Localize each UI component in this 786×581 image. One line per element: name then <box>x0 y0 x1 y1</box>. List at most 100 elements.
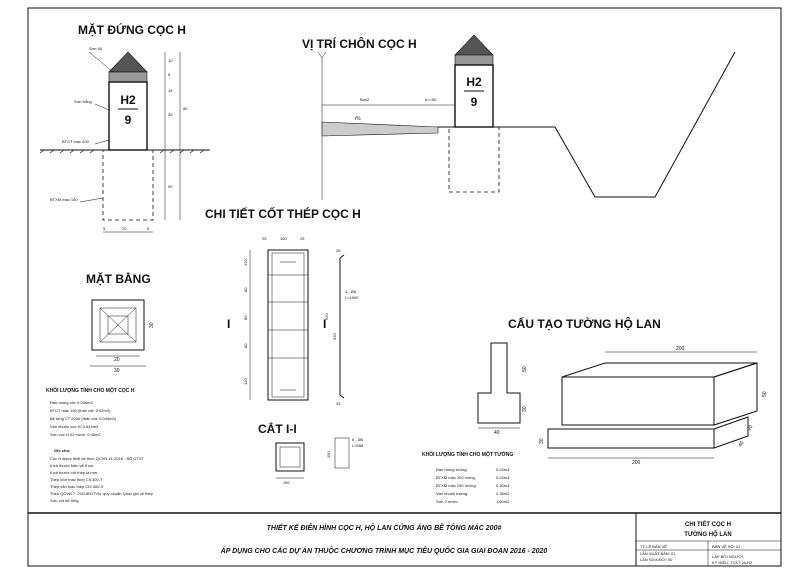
label-son-trang: Sơn trắng <box>74 99 92 104</box>
title-wall: CẤU TẠO TƯỜNG HỘ LAN <box>508 316 661 331</box>
qty-post-row-4: Ván khuôn cọc H: 0.644m3 <box>50 424 99 429</box>
qty-wall-value-5: 1.60m2 <box>496 499 510 504</box>
section-note2: L=658 <box>352 443 364 448</box>
label-slope-width: Bm/2 <box>360 97 370 102</box>
qty-wall-label-2: BTXM mác 200 móng: <box>436 475 476 480</box>
footer-title-1: THIẾT KẾ ĐIỂN HÌNH CỌC H, HỘ LAN CỨNG ẢN… <box>267 523 502 532</box>
rebar-side-4: 80 <box>243 343 248 348</box>
rebar-end-bottom: 25 <box>336 401 341 406</box>
wall-h1: 30 <box>539 438 545 444</box>
meta-3: LẦN XUẤT BẢN: 01 <box>640 551 676 556</box>
dim-elev-top-4: 30 <box>168 112 173 117</box>
plan-diagonals <box>99 307 137 343</box>
note-5: Thép vằn mác thép CIII 400-V <box>50 484 104 489</box>
sheet-border <box>27 7 782 567</box>
rebar-side-2: 80 <box>243 287 248 292</box>
qty-wall-value-4: 2.36m2 <box>496 491 510 496</box>
footer-title-2: ÁP DỤNG CHO CÁC DỰ ÁN THUỘC CHƯƠNG TRÌNH… <box>220 546 548 555</box>
dim-elev-top-3: 15 <box>168 88 173 93</box>
qty-post-row-1: Đào móng cột: 0.036m3 <box>50 400 93 405</box>
plan-width: 20 <box>114 357 120 363</box>
section-view: 150 150 6 - Ø6 L=658 <box>275 437 364 485</box>
post-cap <box>108 51 148 73</box>
rebar-note2: L=1000 <box>345 295 359 300</box>
rebar-note1: 4 - Ø8 <box>345 289 357 294</box>
label-slope: i% <box>355 116 361 122</box>
post-position-view: H2 9 Bm/2 b>=50 i% <box>317 34 736 200</box>
title-elevation: MẶT ĐỨNG CỌC H <box>78 22 186 37</box>
qty-wall-value-1: 0.24m3 <box>496 467 510 472</box>
post-red-band <box>108 71 148 83</box>
label-btxm: BTXM mác 150 <box>50 197 78 202</box>
rebar-inner <box>271 252 305 398</box>
meta-6: KÝ HIỆU: TCKT.16-H2 <box>712 560 753 565</box>
rebar-top-1: 25 <box>262 236 267 241</box>
qty-wall-value-2: 0.24m3 <box>496 475 510 480</box>
rebar-total: 920 <box>332 333 337 340</box>
dim-elev-mid: 80 <box>183 106 188 111</box>
plan-outer <box>91 299 145 351</box>
plan-total: 30 <box>114 368 120 374</box>
dim-elev-bot: 90 <box>168 184 173 189</box>
wall-3d-view: 200 200 30 50 40 20 <box>539 346 768 466</box>
dim-elev-bottom-2: 20 <box>122 226 127 231</box>
title-rebar: CHI TIẾT CỐT THÉP CỌC H <box>205 206 361 221</box>
wall-small-width: 40 <box>494 430 500 436</box>
qty-wall-label-1: Đào móng tường: <box>436 467 468 472</box>
qty-post-row-5: Sơn cọc H 02 nước: 0.40m2 <box>50 432 101 437</box>
leader-btxm <box>79 197 104 203</box>
note-7: Sơn cốt bê tông <box>50 498 78 503</box>
meta-1: TỶ LỆ BẢN VẼ <box>640 544 667 549</box>
wall-front-face <box>561 376 715 426</box>
rebar-detail: 120 80 80 80 120 25 150 25 I I 920 520 4… <box>227 236 359 406</box>
rebar-top-3: 25 <box>300 236 305 241</box>
section-outline <box>275 442 305 472</box>
post2-cap <box>454 34 494 56</box>
title-section: CẮT I-I <box>258 421 297 436</box>
qty-post-row-3: Bê tông CT 200# (thân cột: 0.044m3) <box>50 416 117 421</box>
ditch-profile <box>554 51 736 198</box>
qty-wall-label-5: Sơn 2 nước: <box>436 499 459 504</box>
leader-son-trang <box>94 103 110 111</box>
meta-5: LẬP BỞI NGƯỜI <box>712 554 743 559</box>
post-number: 9 <box>125 113 132 127</box>
wall-side-1: 40 <box>738 440 746 448</box>
rebar-side-3: 80 <box>243 315 248 320</box>
section-bar-shape <box>334 437 350 469</box>
qty-wall-label-4: Ván khuôn tường: <box>436 491 468 496</box>
plan-view: 20 30 30 <box>90 299 155 374</box>
meta-4: LẦN SỬA ĐỔI: 00 <box>640 557 673 562</box>
wall-top-face <box>561 362 758 378</box>
title-block: THIẾT KẾ ĐIỂN HÌNH CỌC H, HỘ LAN CỨNG ẢN… <box>28 512 781 566</box>
rebar-side-5: 120 <box>243 378 248 385</box>
rebar-bar-hooks <box>339 254 345 399</box>
rebar-top-2: 150 <box>280 236 287 241</box>
note-6: Theo QCVN 7: 2011/BGTVN, quy chuẩn Quốc … <box>50 491 154 496</box>
label-son-do: Sơn đỏ <box>89 46 103 51</box>
wall-top-length: 200 <box>676 346 685 352</box>
leader-son-do <box>88 51 114 73</box>
title-position: VỊ TRÍ CHÔN CỌC H <box>302 36 417 51</box>
qty-wall-value-3: 0.30m3 <box>496 483 510 488</box>
note-1: Cọc H được thiết kế theo QCVN 41:2016 - … <box>50 456 145 461</box>
ground-hatch <box>39 149 205 154</box>
foundation-block <box>102 149 154 221</box>
leader-btct <box>94 139 110 145</box>
road-pavement <box>321 121 439 137</box>
wall-small-h1: 50 <box>522 366 528 372</box>
wall-bottom-length: 200 <box>632 460 641 466</box>
qty-post-row-2: BTCT mác 150 (thân cột: 0.02m3) <box>50 408 111 413</box>
note-3: Kích thước cốt thép là mm <box>50 470 98 475</box>
label-dist: b>=50 <box>425 97 437 102</box>
wall-h2: 50 <box>762 391 768 397</box>
cut-mark-left: I <box>227 317 230 331</box>
rebar-end-top: 25 <box>336 248 341 253</box>
rebar-side-1: 120 <box>243 259 248 266</box>
qty-post-title: KHỐI LƯỢNG TÍNH CHO MỘT CỌC H <box>46 386 135 394</box>
section-width: 150 <box>283 480 290 485</box>
label-btct: BTCT mác 200 <box>62 139 90 144</box>
wall-side-face <box>713 362 758 426</box>
note-2: Kích thước biên vẽ tỉ cm <box>50 463 94 468</box>
